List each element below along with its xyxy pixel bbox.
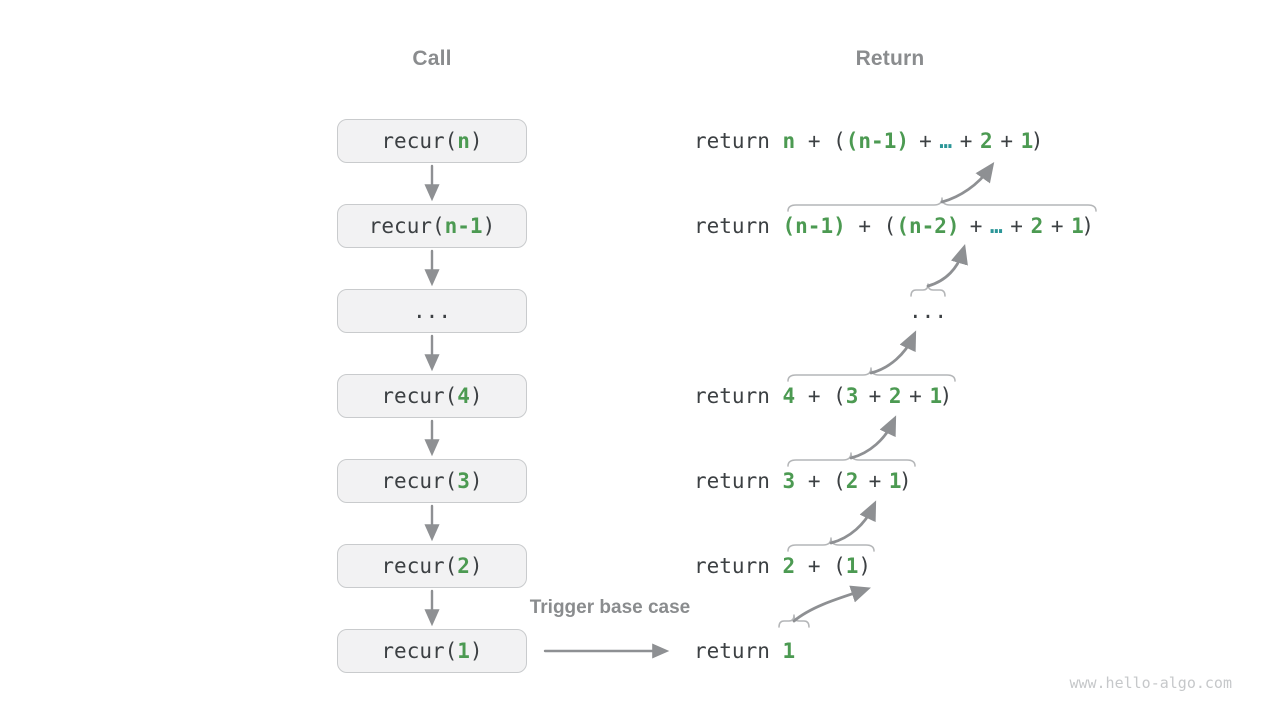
return-brace-row7 [778, 614, 810, 628]
return-line-n: return n + ((n-1) + … + 2 + 1) [694, 129, 1044, 153]
return-line-2: return 2 + (1) [694, 554, 872, 578]
call-box-recur-n: recur(n) [337, 119, 527, 163]
return-line-3: return 3 + (2 + 1) [694, 469, 912, 493]
call-box-label: recur(n) [381, 129, 483, 153]
merge-arrow-7-to-6 [792, 585, 871, 623]
call-column-title: Call [412, 47, 452, 70]
return-brace-row3 [910, 283, 946, 297]
call-box-recur-2: recur(2) [337, 544, 527, 588]
call-box-label: recur(1) [381, 639, 483, 663]
return-brace-row4 [787, 367, 956, 382]
call-box-label: recur(4) [381, 384, 483, 408]
return-line-ellipsis: ... [909, 299, 947, 323]
merge-arrow-2-to-1 [940, 161, 995, 204]
call-box-label: recur(n-1) [368, 214, 496, 238]
return-line-n-1: return (n-1) + ((n-2) + … + 2 + 1) [694, 214, 1094, 238]
return-brace-row5 [787, 452, 916, 467]
return-line-1: return 1 [694, 639, 796, 663]
call-box-recur-1: recur(1) [337, 629, 527, 673]
merge-arrow-5-to-4 [849, 415, 897, 460]
merge-arrow-6-to-5 [829, 500, 877, 545]
call-box-label: ... [413, 299, 451, 323]
call-box-recur-n-1: recur(n-1) [337, 204, 527, 248]
return-brace-row6 [787, 537, 875, 552]
watermark: www.hello-algo.com [1069, 674, 1232, 692]
call-box-label: recur(2) [381, 554, 483, 578]
merge-arrow-4-to-3 [869, 330, 917, 375]
merge-arrow-3-to-2 [926, 243, 968, 288]
call-box-recur-3: recur(3) [337, 459, 527, 503]
return-brace-row2 [787, 197, 1097, 212]
return-line-4: return 4 + (3 + 2 + 1) [694, 384, 953, 408]
call-box-label: recur(3) [381, 469, 483, 493]
return-column-title: Return [855, 47, 925, 70]
call-box-recur-4: recur(4) [337, 374, 527, 418]
call-box-ellipsis: ... [337, 289, 527, 333]
trigger-base-case-label: Trigger base case [529, 597, 691, 618]
